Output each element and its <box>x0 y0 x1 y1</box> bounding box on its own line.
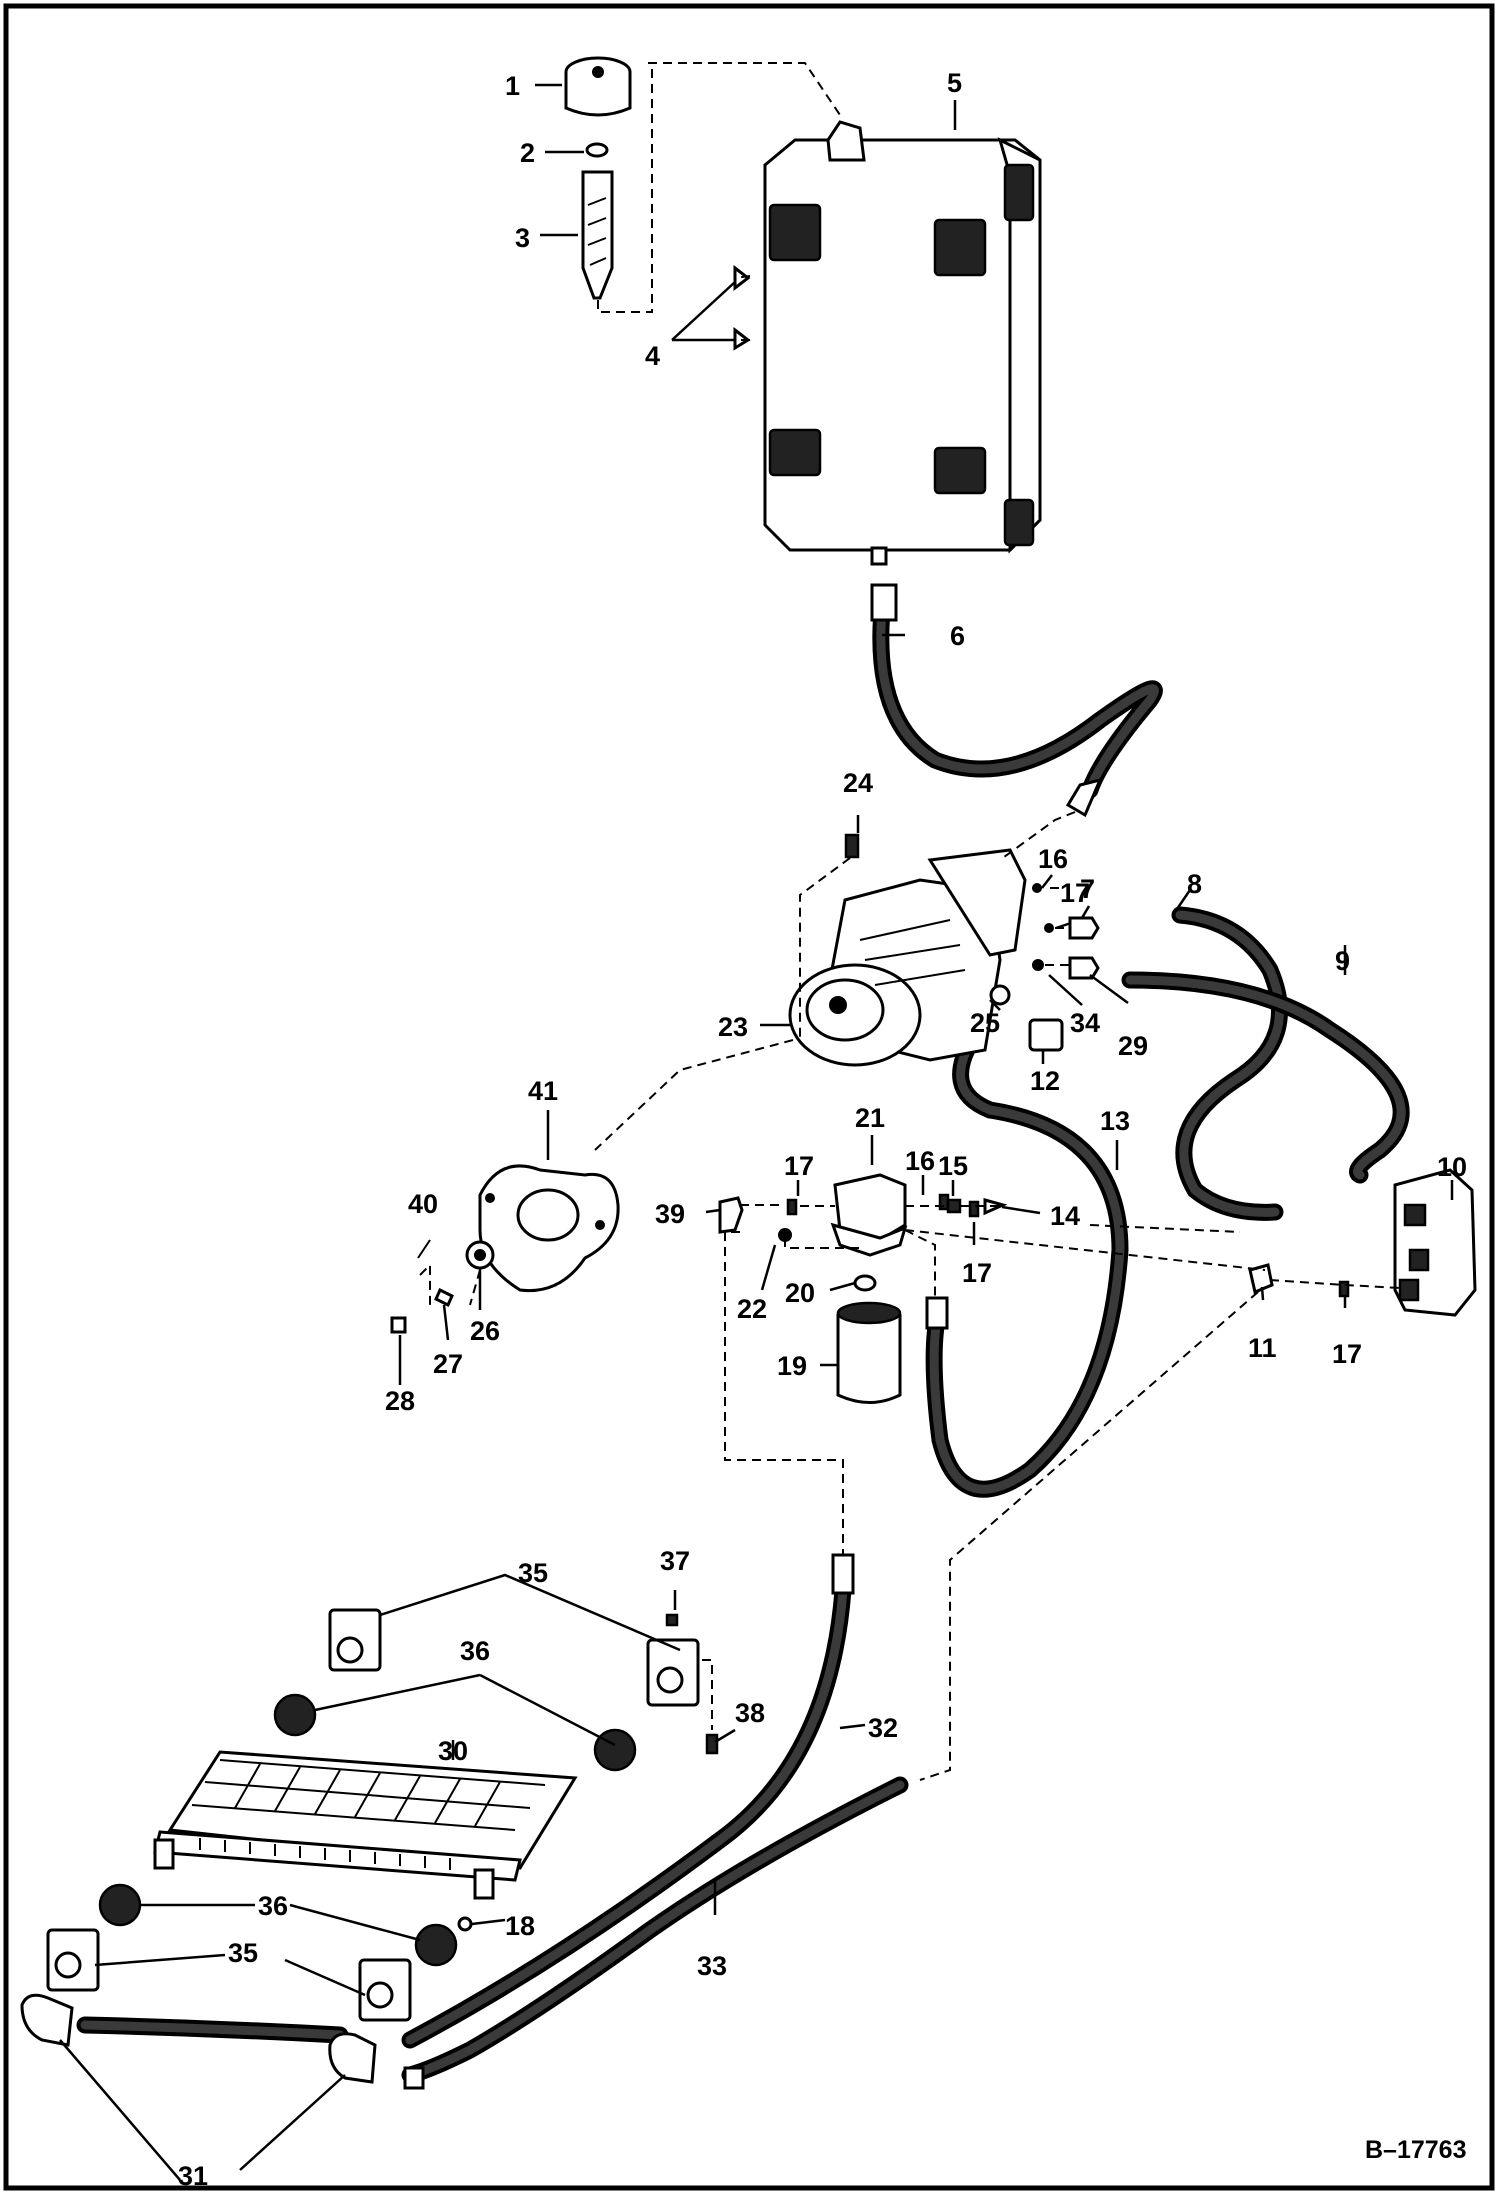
callout-1: 1 <box>505 71 520 101</box>
callout-23: 23 <box>718 1012 748 1042</box>
callout-26: 26 <box>470 1316 500 1346</box>
callout-36: 36 <box>460 1636 490 1666</box>
small-fittings <box>844 833 1100 1006</box>
callout-32: 32 <box>868 1713 898 1743</box>
callout-9: 9 <box>1335 946 1350 976</box>
callout-3: 3 <box>515 223 530 253</box>
callout-14: 14 <box>1050 1201 1080 1231</box>
callout-18: 18 <box>505 1911 535 1941</box>
filter-assembly <box>718 1173 1274 1404</box>
callout-4: 4 <box>645 341 660 371</box>
callout-11: 11 <box>1248 1333 1277 1363</box>
fittings <box>733 264 751 351</box>
callout-12: 12 <box>1030 1066 1060 1096</box>
filler-cap <box>564 56 632 117</box>
callout-31: 31 <box>178 2161 208 2191</box>
callout-27: 27 <box>433 1349 463 1379</box>
filter-seals <box>778 1193 1350 1298</box>
callout-2: 2 <box>520 138 535 168</box>
hydraulic-pump <box>788 848 1064 1067</box>
callout-8: 8 <box>1187 869 1202 899</box>
callout-25: 25 <box>970 1008 1000 1038</box>
callout-17: 17 <box>1060 878 1090 908</box>
callout-38: 38 <box>735 1698 765 1728</box>
callout-28: 28 <box>385 1386 415 1416</box>
callout-5: 5 <box>947 68 962 98</box>
hoses <box>76 583 1410 2084</box>
callout-21: 21 <box>855 1103 885 1133</box>
callout-30: 30 <box>438 1736 468 1766</box>
callout-36: 36 <box>258 1891 288 1921</box>
callout-37: 37 <box>660 1546 690 1576</box>
callout-33: 33 <box>697 1951 727 1981</box>
callout-10: 10 <box>1437 1152 1467 1182</box>
callout-24: 24 <box>843 768 873 798</box>
callout-40: 40 <box>408 1189 438 1219</box>
gasket <box>585 142 609 158</box>
diagram-frame <box>3 3 1495 2191</box>
strainer <box>581 170 614 300</box>
callout-34: 34 <box>1070 1008 1100 1038</box>
callout-39: 39 <box>655 1199 685 1229</box>
adapter-plate <box>478 1164 620 1293</box>
callout-41: 41 <box>528 1076 558 1106</box>
callout-20: 20 <box>785 1278 815 1308</box>
callout-16: 16 <box>905 1146 935 1176</box>
callout-16: 16 <box>1038 844 1068 874</box>
callout-29: 29 <box>1118 1031 1148 1061</box>
callout-15: 15 <box>938 1151 968 1181</box>
dashed-lines <box>419 62 1401 1781</box>
leader-lines <box>59 83 1454 2181</box>
control-valve <box>1393 1168 1477 1317</box>
figure-id: B–17763 <box>1365 2136 1466 2164</box>
callout-numbers: 1 2 3 4 5 6 24 16 17 7 8 9 23 25 34 29 1… <box>178 68 1467 2191</box>
callout-35: 35 <box>228 1938 258 1968</box>
callout-35: 35 <box>518 1558 548 1588</box>
callout-17: 17 <box>962 1258 992 1288</box>
callout-19: 19 <box>777 1351 807 1381</box>
oil-cooler <box>153 1750 578 1900</box>
callout-13: 13 <box>1100 1106 1130 1136</box>
callout-6: 6 <box>950 621 965 651</box>
mounting-hardware <box>390 1239 495 1334</box>
reservoir-tank <box>763 120 1042 566</box>
callout-17: 17 <box>784 1151 814 1181</box>
callout-7: 7 <box>1080 874 1095 904</box>
elbow-fittings <box>20 1993 425 2090</box>
callout-22: 22 <box>737 1294 767 1324</box>
callout-17: 17 <box>1332 1339 1362 1369</box>
